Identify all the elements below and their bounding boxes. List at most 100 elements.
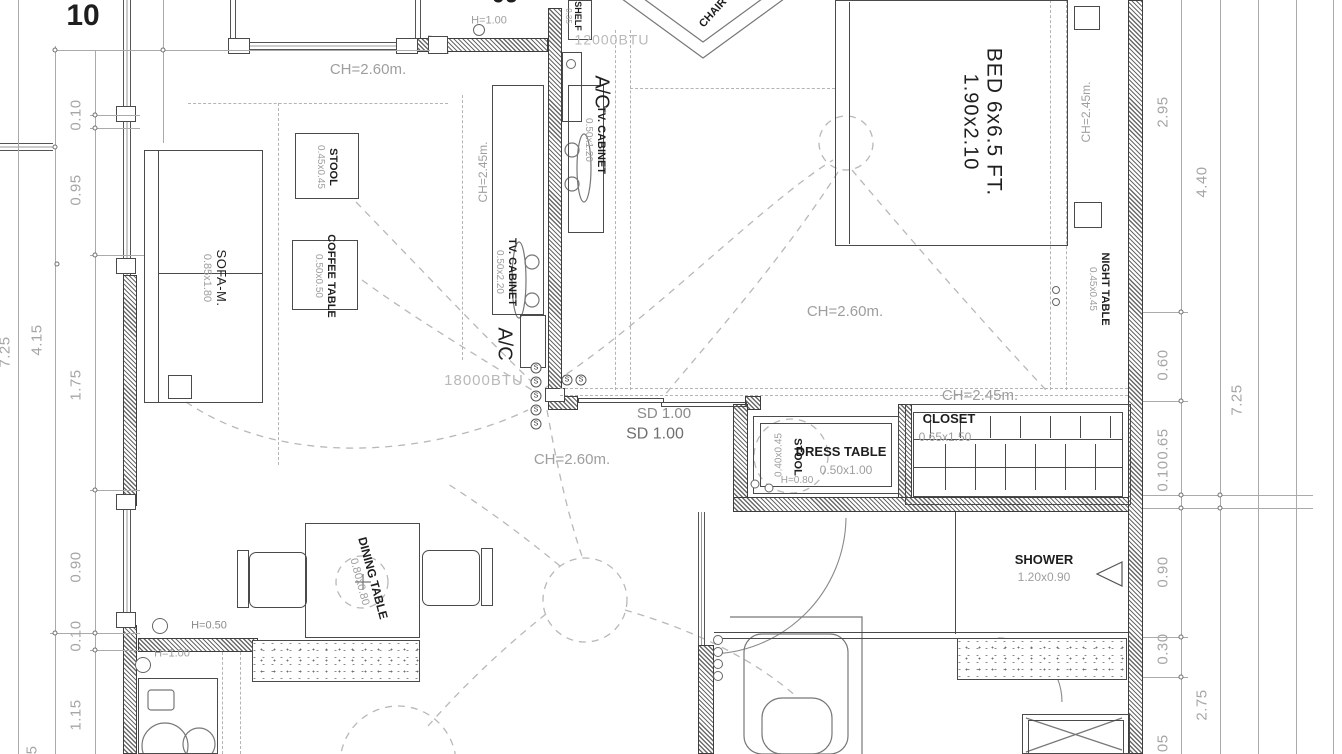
btu-living: 18000BTU [444, 372, 524, 389]
bed-label: BED 6x6.5 FT. 1.90x2.10 [958, 48, 1005, 196]
dim-tick [1178, 309, 1184, 315]
ledge-line [714, 638, 957, 639]
dress-table-dims: 0.50x1.00 [819, 462, 873, 477]
shower-tray-cross [1025, 717, 1123, 753]
sofa-label: SOFA-M. 0.85x1.80 [200, 249, 229, 307]
jamb [428, 36, 448, 54]
ac-label-bedroom: A/C [590, 75, 613, 109]
hanger [1035, 444, 1036, 490]
dim-right-mid-1: 2.75 [1193, 689, 1211, 721]
bathtub-inner [743, 633, 849, 754]
dim-line [18, 0, 19, 754]
shower-dims: 1.20x0.90 [1017, 569, 1071, 584]
ext-line [90, 255, 144, 256]
sofa-name: SOFA-M. [213, 249, 229, 307]
outlet [152, 618, 168, 634]
sofa-foot [168, 375, 192, 399]
ceiling-dash [1050, 0, 1051, 390]
outlet [1052, 286, 1060, 294]
kitchen-counter [252, 640, 420, 682]
ledge-line [714, 632, 1128, 633]
night-table-top [1074, 6, 1100, 30]
closet-dims: 0.65x1.50 [918, 429, 972, 444]
dim-right-4: 0.90 [1154, 556, 1172, 588]
dim-line-top [55, 50, 430, 51]
dim-left-5: 1.15 [67, 699, 85, 731]
shelf-name: SHELF [572, 1, 583, 31]
dim-tick [1217, 505, 1223, 511]
ch-dress: CH=2.45m. [941, 387, 1019, 404]
stool-dress-name: STOOL [791, 438, 804, 476]
hanger [990, 416, 991, 438]
bed-dims: 1.90x2.10 [959, 73, 982, 171]
ch-bedroom: CH=2.60m. [806, 303, 884, 320]
dress-table [753, 416, 899, 494]
wall-living-bedroom [548, 8, 562, 398]
h-dress-stool: H=0.80 [780, 475, 814, 486]
dim-left-2: 1.75 [67, 369, 85, 401]
switch: S [530, 376, 542, 388]
kitchen-sink-bowl [141, 722, 189, 754]
h-kitchen-high: H=1.00 [154, 647, 190, 660]
shelf-label: SHELF 0.35 [563, 1, 583, 31]
dim-tick [52, 144, 58, 150]
outlet [1052, 298, 1060, 306]
kitchen-dash [222, 652, 223, 754]
ceiling-lamp-kitchen [340, 705, 456, 754]
ch-band-bedroom: CH=2.45m. [1079, 81, 1094, 143]
dim-tick [54, 261, 60, 267]
chair-diamond [622, 0, 784, 59]
dim-line [1181, 0, 1182, 754]
bed-name: BED 6x6.5 FT. [982, 47, 1006, 197]
hanger [1110, 416, 1111, 438]
dim-left-3: 0.90 [67, 551, 85, 583]
ceiling-dash [615, 30, 616, 390]
ext-line [1143, 508, 1313, 509]
ext-line [1143, 312, 1188, 313]
ch-living: CH=2.60m. [329, 61, 407, 78]
dim-tick [52, 47, 58, 53]
tv-cabinet-living-label: TV. CABINET 0.50x2.20 [494, 238, 518, 306]
switch: S [530, 362, 542, 374]
dim-left-4: 0.10 [67, 620, 85, 652]
dress-table-inner [760, 423, 892, 487]
dim-tick [92, 647, 98, 653]
dim-left-overall: 4.15 [28, 324, 46, 356]
dim-right-outer: 7.25 [1228, 384, 1246, 416]
grid-line [163, 0, 164, 143]
ceiling-dash [278, 103, 279, 465]
ceiling-dash [630, 88, 835, 89]
ext-line [90, 115, 140, 116]
dim-line [1258, 0, 1259, 754]
sofa [144, 150, 263, 403]
btu-bedroom: 12000BTU [574, 31, 650, 48]
coffee-table [292, 240, 358, 310]
dim-line [1220, 0, 1221, 754]
tv-cabinet-bedroom [568, 85, 604, 233]
dim-line [55, 46, 56, 754]
outlet [713, 659, 723, 669]
jamb [116, 494, 136, 510]
ext-line [90, 490, 140, 491]
sofa-dims: 0.85x1.80 [200, 253, 213, 303]
ext-line [1143, 637, 1188, 638]
closet-rail [913, 467, 1123, 468]
window-top-b [415, 0, 421, 38]
kitchen-fixture [147, 689, 175, 711]
ac-unit-bedroom [562, 52, 582, 122]
stool-living-name: STOOL [327, 148, 340, 186]
wall-right-outer [1128, 0, 1143, 754]
sliding-door-leaf-b [661, 402, 747, 407]
ceiling-dash [1066, 0, 1067, 390]
switch: S [575, 374, 587, 386]
chair-right-back [481, 548, 493, 606]
ext-line [90, 650, 140, 651]
grid-label: 10 [66, 0, 100, 32]
tv-living [511, 241, 527, 319]
outlet [713, 647, 723, 657]
shower-head-symbol [1095, 561, 1123, 587]
hanger [975, 444, 976, 490]
dim-tick [1178, 398, 1184, 404]
dim-tick [1178, 634, 1184, 640]
